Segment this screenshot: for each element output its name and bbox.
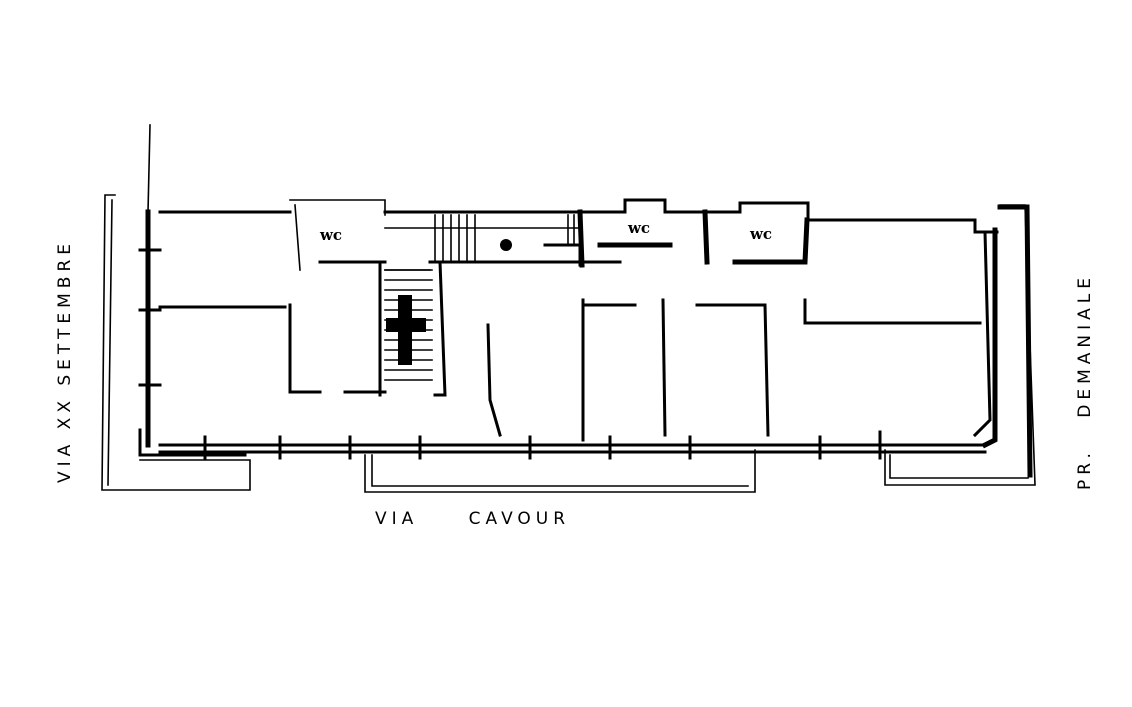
- staircase: [384, 214, 575, 381]
- room-label-wc: wc: [319, 226, 342, 244]
- street-label-bottom: VIA CAVOUR: [375, 509, 570, 529]
- room-label-wc: wc: [749, 225, 772, 243]
- exterior-walls: [138, 198, 1033, 478]
- room-label-wc: wc: [627, 219, 650, 237]
- facade-windows: [138, 248, 882, 460]
- street-label-left: VIA XX SETTEMBRE: [55, 239, 75, 483]
- interior-walls: [158, 204, 982, 442]
- street-label-right: PR. DEMANIALE: [1075, 273, 1095, 490]
- boundary-lines: [101, 124, 1036, 493]
- column-icon: [500, 239, 512, 251]
